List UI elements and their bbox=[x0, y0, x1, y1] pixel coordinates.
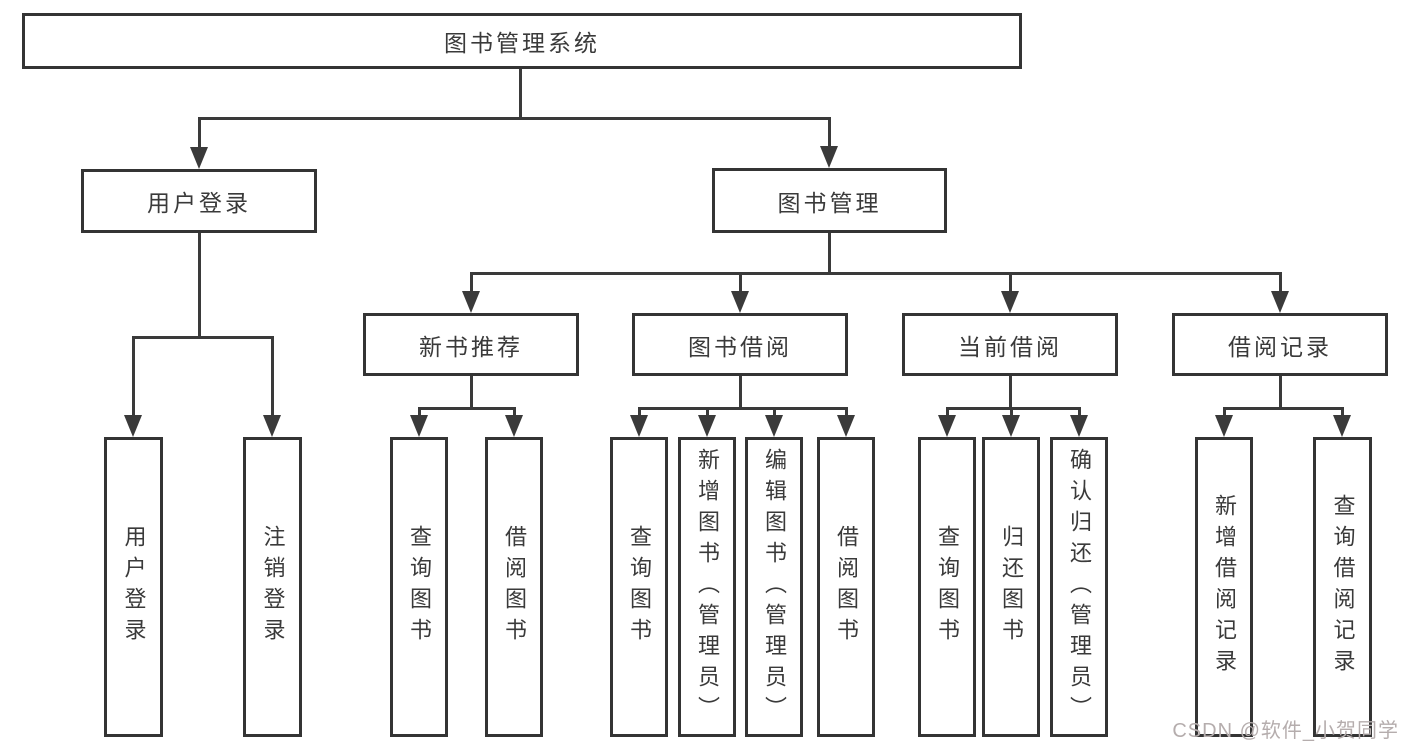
node-root: 图书管理系统 bbox=[22, 13, 1022, 69]
connector-line bbox=[519, 69, 522, 118]
leaf-logout-label: 注销登录 bbox=[260, 525, 286, 649]
connector-line bbox=[638, 407, 641, 417]
connector-line bbox=[470, 376, 473, 409]
connector-line bbox=[271, 336, 274, 416]
connector-line bbox=[1009, 272, 1012, 292]
node-book-management-label: 图书管理 bbox=[777, 189, 882, 216]
arrowhead-down-icon bbox=[765, 415, 783, 437]
connector-line bbox=[845, 407, 848, 417]
leaf-add-book-admin-label: 新增图书（管理员） bbox=[695, 447, 720, 727]
arrowhead-down-icon bbox=[1333, 415, 1351, 437]
leaf-return-book-label: 归还图书 bbox=[999, 525, 1024, 649]
connector-line bbox=[946, 407, 949, 417]
arrowhead-down-icon bbox=[1001, 291, 1019, 313]
connector-line bbox=[132, 336, 135, 416]
arrowhead-down-icon bbox=[410, 415, 428, 437]
leaf-borrow-books-1: 借阅图书 bbox=[485, 437, 543, 737]
watermark: CSDN @软件_小贺同学 bbox=[1172, 720, 1399, 742]
arrowhead-down-icon bbox=[1002, 415, 1020, 437]
leaf-query-books-1: 查询图书 bbox=[390, 437, 448, 737]
connector-line bbox=[418, 407, 421, 417]
leaf-query-books-3-label: 查询图书 bbox=[935, 525, 960, 649]
leaf-edit-book-admin-label: 编辑图书（管理员） bbox=[762, 447, 787, 727]
arrowhead-down-icon bbox=[698, 415, 716, 437]
arrowhead-down-icon bbox=[837, 415, 855, 437]
connector-line bbox=[513, 407, 516, 417]
arrowhead-down-icon bbox=[820, 146, 838, 168]
connector-line bbox=[638, 407, 847, 410]
arrowhead-down-icon bbox=[1215, 415, 1233, 437]
leaf-borrow-books-2-label: 借阅图书 bbox=[834, 525, 859, 649]
leaf-add-borrow-record: 新增借阅记录 bbox=[1195, 437, 1253, 737]
arrowhead-down-icon bbox=[263, 415, 281, 437]
arrowhead-down-icon bbox=[462, 291, 480, 313]
connector-line bbox=[706, 407, 709, 417]
leaf-borrow-books-2: 借阅图书 bbox=[817, 437, 875, 737]
connector-line bbox=[198, 232, 201, 337]
leaf-logout: 注销登录 bbox=[243, 437, 302, 737]
connector-line bbox=[1279, 376, 1282, 409]
arrowhead-down-icon bbox=[630, 415, 648, 437]
leaf-query-books-2-label: 查询图书 bbox=[627, 525, 652, 649]
node-book-borrow-label: 图书借阅 bbox=[688, 333, 792, 360]
leaf-user-login-label: 用户登录 bbox=[121, 525, 147, 649]
connector-line bbox=[470, 272, 473, 292]
connector-line bbox=[418, 407, 516, 410]
connector-line bbox=[132, 336, 274, 339]
connector-line bbox=[946, 407, 1080, 410]
leaf-confirm-return-admin: 确认归还（管理员） bbox=[1050, 437, 1108, 737]
connector-line bbox=[739, 272, 742, 292]
leaf-query-books-1-label: 查询图书 bbox=[407, 525, 432, 649]
leaf-return-book: 归还图书 bbox=[982, 437, 1040, 737]
node-borrow-records: 借阅记录 bbox=[1172, 313, 1388, 376]
node-borrow-records-label: 借阅记录 bbox=[1228, 333, 1332, 360]
node-user-login: 用户登录 bbox=[81, 169, 317, 233]
leaf-confirm-return-admin-label: 确认归还（管理员） bbox=[1067, 447, 1092, 727]
connector-line bbox=[828, 117, 831, 146]
arrowhead-down-icon bbox=[731, 291, 749, 313]
arrowhead-down-icon bbox=[124, 415, 142, 437]
connector-line bbox=[198, 117, 831, 120]
leaf-edit-book-admin: 编辑图书（管理员） bbox=[745, 437, 803, 737]
connector-line bbox=[198, 117, 201, 147]
node-current-borrow: 当前借阅 bbox=[902, 313, 1118, 376]
connector-line bbox=[828, 233, 831, 274]
node-user-login-label: 用户登录 bbox=[147, 190, 251, 216]
node-book-borrow: 图书借阅 bbox=[632, 313, 848, 376]
connector-line bbox=[470, 272, 1281, 275]
connector-line bbox=[1341, 407, 1344, 417]
arrowhead-down-icon bbox=[190, 147, 208, 169]
node-root-label: 图书管理系统 bbox=[444, 30, 600, 56]
connector-line bbox=[1223, 407, 1226, 417]
connector-line bbox=[1223, 407, 1343, 410]
leaf-add-borrow-record-label: 新增借阅记录 bbox=[1212, 494, 1237, 680]
leaf-query-borrow-record: 查询借阅记录 bbox=[1313, 437, 1372, 737]
node-book-management: 图书管理 bbox=[712, 168, 947, 233]
arrowhead-down-icon bbox=[938, 415, 956, 437]
connector-line bbox=[1009, 376, 1012, 409]
connector-line bbox=[1010, 407, 1013, 417]
leaf-user-login: 用户登录 bbox=[104, 437, 163, 737]
leaf-add-book-admin: 新增图书（管理员） bbox=[678, 437, 736, 737]
connector-line bbox=[1078, 407, 1081, 417]
arrowhead-down-icon bbox=[505, 415, 523, 437]
connector-line bbox=[773, 407, 776, 417]
leaf-borrow-books-1-label: 借阅图书 bbox=[502, 525, 527, 649]
leaf-query-books-3: 查询图书 bbox=[918, 437, 976, 737]
node-new-book-recommend-label: 新书推荐 bbox=[419, 333, 523, 360]
connector-line bbox=[739, 376, 742, 409]
leaf-query-borrow-record-label: 查询借阅记录 bbox=[1330, 494, 1356, 680]
node-new-book-recommend: 新书推荐 bbox=[363, 313, 579, 376]
connector-line bbox=[1279, 272, 1282, 292]
arrowhead-down-icon bbox=[1271, 291, 1289, 313]
leaf-query-books-2: 查询图书 bbox=[610, 437, 668, 737]
node-current-borrow-label: 当前借阅 bbox=[958, 333, 1062, 360]
arrowhead-down-icon bbox=[1070, 415, 1088, 437]
